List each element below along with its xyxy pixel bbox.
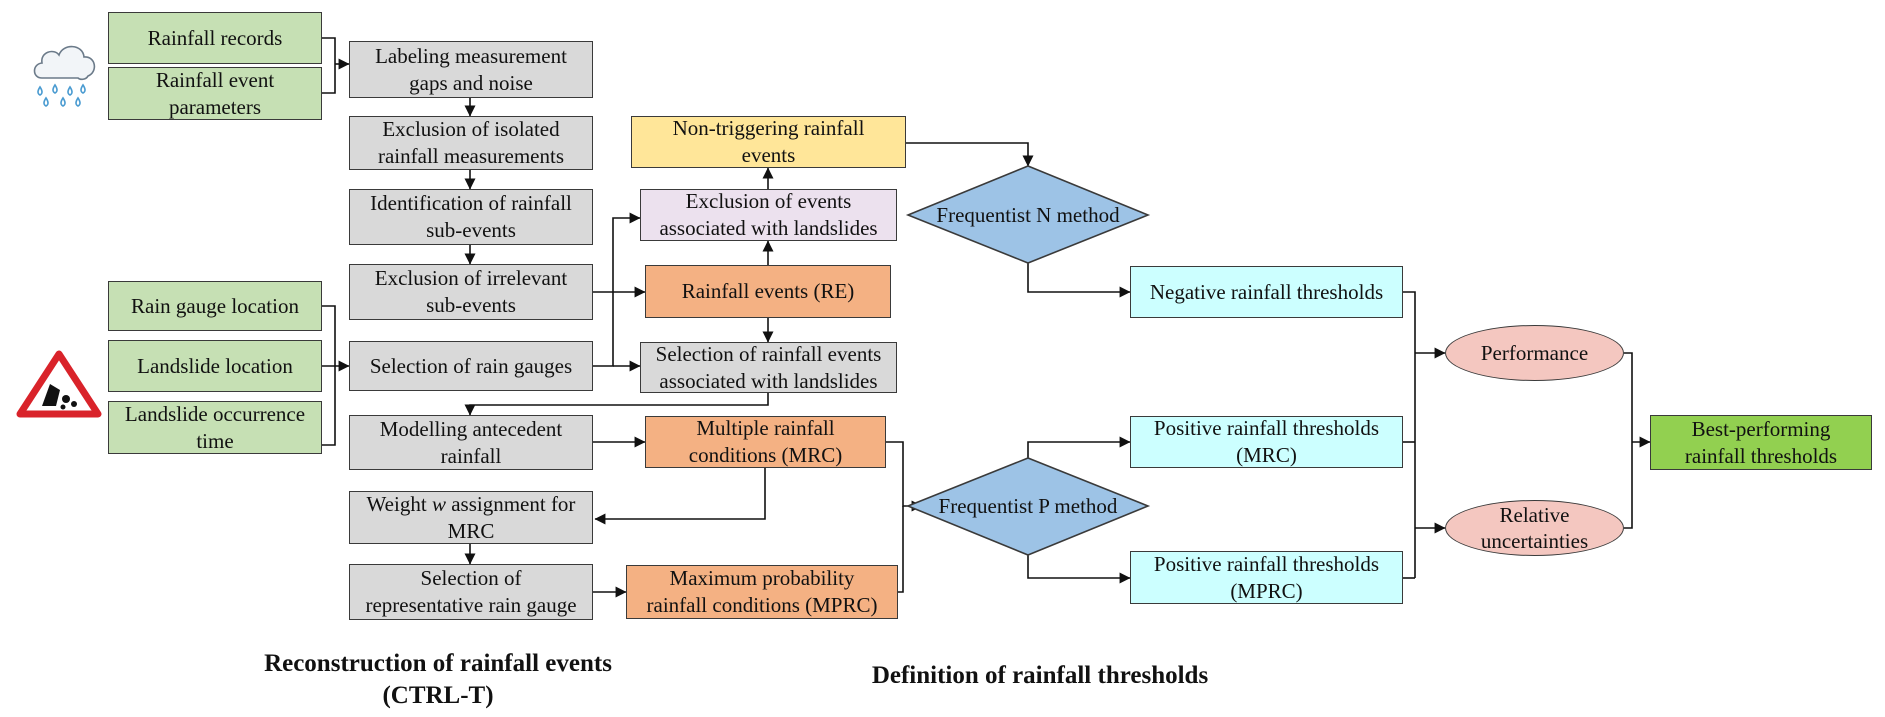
exclusion-irrelevant-label: Exclusion of irrelevant sub-events xyxy=(374,266,568,317)
frequentist-n-diamond xyxy=(905,165,1151,264)
mrc-label: Multiple rainfall conditions (MRC) xyxy=(688,416,843,467)
positive-thresholds-mrc-box: Positive rainfall thresholds (MRC) xyxy=(1130,416,1403,468)
rainfall-records-box: Rainfall records xyxy=(108,12,322,64)
exclusion-landslide-events-box: Exclusion of events associated with land… xyxy=(640,189,897,241)
labeling-gaps-label: Labeling measurement gaps and noise xyxy=(375,43,567,95)
identification-subevents-label: Identification of rainfall sub-events xyxy=(370,191,572,242)
positive-thresholds-mrc-label: Positive rainfall thresholds (MRC) xyxy=(1153,416,1380,467)
rain-cloud-icon xyxy=(33,45,96,107)
landslide-warning-icon xyxy=(16,350,102,418)
selection-rain-gauges-box: Selection of rain gauges xyxy=(349,341,593,391)
identification-subevents-box: Identification of rainfall sub-events xyxy=(349,189,593,245)
selection-representative-label: Selection of representative rain gauge xyxy=(365,566,577,617)
frequentist-n-label: Frequentist N method xyxy=(936,202,1120,227)
rainfall-event-parameters-label: Rainfall event parameters xyxy=(155,67,275,119)
exclusion-isolated-box: Exclusion of isolated rainfall measureme… xyxy=(349,116,593,170)
definition-caption: Definition of rainfall thresholds xyxy=(871,662,1209,689)
relative-uncertainties-ellipse: Relative uncertainties xyxy=(1445,500,1624,556)
reconstruction-caption: Reconstruction of rainfall events (CTRL-… xyxy=(264,650,612,709)
best-performing-box: Best-performing rainfall thresholds xyxy=(1650,415,1872,470)
landslide-occurrence-time-label: Landslide occurrence time xyxy=(124,401,306,453)
landslide-occurrence-time-box: Landslide occurrence time xyxy=(108,401,322,454)
rain-gauge-location-box: Rain gauge location xyxy=(108,281,322,331)
exclusion-landslide-events-label: Exclusion of events associated with land… xyxy=(659,189,878,240)
exclusion-isolated-label: Exclusion of isolated rainfall measureme… xyxy=(377,117,564,168)
mprc-label: Maximum probability rainfall conditions … xyxy=(646,566,878,617)
weight-assignment-label: Weight w assignment for MRC xyxy=(367,491,576,545)
selection-landslide-events-box: Selection of rainfall events associated … xyxy=(640,342,897,393)
rainfall-event-parameters-box: Rainfall event parameters xyxy=(108,67,322,120)
relative-uncertainties-label: Relative uncertainties xyxy=(1480,503,1589,553)
weight-variable: w xyxy=(431,491,446,516)
rainfall-events-label: Rainfall events (RE) xyxy=(681,279,855,303)
landslide-location-label: Landslide location xyxy=(137,353,293,378)
frequentist-p-diamond xyxy=(905,457,1151,556)
weight-assignment-box: Weight w assignment for MRC xyxy=(349,491,593,544)
selection-representative-box: Selection of representative rain gauge xyxy=(349,564,593,620)
negative-thresholds-box: Negative rainfall thresholds xyxy=(1130,266,1403,318)
frequentist-p-label: Frequentist P method xyxy=(938,493,1118,518)
landslide-location-box: Landslide location xyxy=(108,340,322,392)
performance-ellipse: Performance xyxy=(1445,325,1624,381)
rainfall-records-label: Rainfall records xyxy=(147,25,283,50)
non-triggering-events-label: Non-triggering rainfall events xyxy=(672,116,865,167)
selection-landslide-events-label: Selection of rainfall events associated … xyxy=(655,341,882,393)
weight-suffix: assignment for MRC xyxy=(447,491,576,543)
labeling-gaps-box: Labeling measurement gaps and noise xyxy=(349,41,593,98)
non-triggering-events-box: Non-triggering rainfall events xyxy=(631,116,906,168)
rainfall-events-box: Rainfall events (RE) xyxy=(645,265,891,318)
weight-prefix: Weight xyxy=(366,491,432,516)
selection-rain-gauges-label: Selection of rain gauges xyxy=(369,353,573,378)
modelling-antecedent-label: Modelling antecedent rainfall xyxy=(379,416,563,468)
best-performing-label: Best-performing rainfall thresholds xyxy=(1684,416,1838,468)
mprc-box: Maximum probability rainfall conditions … xyxy=(626,565,898,619)
negative-thresholds-label: Negative rainfall thresholds xyxy=(1149,279,1384,304)
rain-gauge-location-label: Rain gauge location xyxy=(131,293,299,318)
exclusion-irrelevant-box: Exclusion of irrelevant sub-events xyxy=(349,264,593,320)
positive-thresholds-mprc-label: Positive rainfall thresholds (MPRC) xyxy=(1153,551,1380,603)
modelling-antecedent-box: Modelling antecedent rainfall xyxy=(349,415,593,470)
mrc-box: Multiple rainfall conditions (MRC) xyxy=(645,416,886,468)
positive-thresholds-mprc-box: Positive rainfall thresholds (MPRC) xyxy=(1130,551,1403,604)
performance-label: Performance xyxy=(1480,341,1589,365)
